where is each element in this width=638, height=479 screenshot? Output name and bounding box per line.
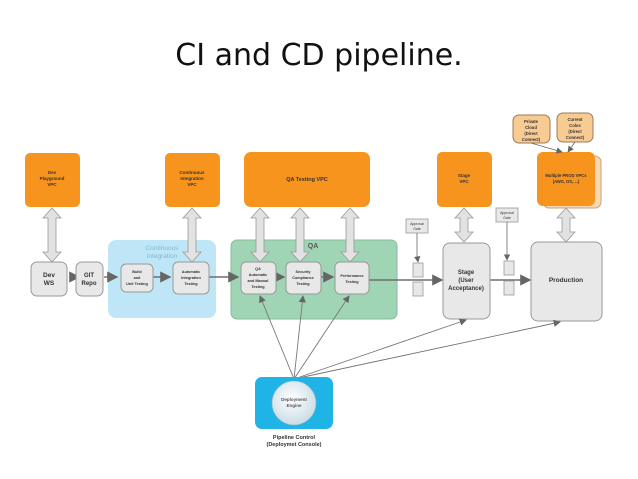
diagram-label: Cloud <box>525 125 537 130</box>
diagram-label: Dev <box>43 272 55 279</box>
diagram-label: Multiple PROD VPCs <box>545 173 587 178</box>
diagram-label: Testing <box>184 282 198 286</box>
engine-circle-icon <box>271 380 317 426</box>
ci-vpc: Continuous Integration VPC <box>165 153 220 207</box>
diagram-label: QA <box>255 267 261 271</box>
approval-gate-2: Approval Gate <box>495 207 519 296</box>
private-cloud-connector <box>530 142 563 154</box>
diagram-label: (User <box>458 278 474 284</box>
vpc-double-arrows <box>42 207 576 263</box>
double-arrow-icon <box>556 207 576 243</box>
stage-vpc: Stage VPC <box>437 152 492 207</box>
diagram-label: (Direct <box>568 129 582 134</box>
pipeline-control-caption: Pipeline Control (Deploymet Console) <box>266 435 321 448</box>
diagram-label: Automatic <box>249 273 268 277</box>
diagram-label: Gate <box>413 227 421 231</box>
diagram-label: Playground <box>40 176 65 181</box>
diagram-label: and <box>134 276 141 280</box>
double-arrow-icon <box>250 207 270 263</box>
diagram-label: Security <box>296 270 312 274</box>
slide-title: CI and CD pipeline. <box>175 38 463 73</box>
diagram-label: Engine <box>286 403 301 408</box>
deployment-connectors <box>259 295 561 380</box>
diagram-label: VPC <box>47 182 57 187</box>
diagram-label: Acceptance) <box>448 286 484 292</box>
diagram-label: Private <box>524 119 539 124</box>
deployment-engine: Deployment Engine <box>255 377 333 429</box>
diagram-label: WS <box>44 280 55 287</box>
double-arrow-icon <box>290 207 310 263</box>
ci-group-label-line: Integration <box>147 253 178 260</box>
node-qa-auto-manual-testing: QA Automatic and Manual Testing <box>240 261 277 295</box>
ci-group-label: Continuous Integration <box>146 245 180 260</box>
approval-gate-1: Approval Gate <box>405 218 429 297</box>
diagram-label: Deployment <box>281 397 307 402</box>
diagram-label: Continuous <box>180 170 205 175</box>
diagram-label: Testing <box>296 282 310 286</box>
gate-bar-icon <box>503 260 515 276</box>
diagram-label: VPC <box>459 179 469 184</box>
ci-group-label-line: Continuous <box>146 245 180 252</box>
gate-bar-icon <box>503 280 515 296</box>
diagram-label: Production <box>549 277 583 284</box>
diagram-label: Connect) <box>566 135 585 140</box>
diagram-label: Stage <box>458 173 471 178</box>
diagram-label: and Manual <box>248 279 269 283</box>
current-colos-box: Current Colos (Direct Connect) <box>556 112 594 143</box>
node-production: Production <box>530 241 603 322</box>
diagram-label: Testing <box>251 285 265 289</box>
node-performance-testing: Performance Testing <box>334 261 370 295</box>
double-arrow-icon <box>42 207 62 263</box>
diagram-label: Repo <box>82 281 97 287</box>
diagram-label: Build <box>132 270 142 274</box>
private-cloud-box: Private Cloud (Direct Connect) <box>512 114 551 144</box>
diagram-label: VPC <box>187 182 197 187</box>
diagram-label: Approval <box>500 211 514 215</box>
diagram-label: Colos <box>569 123 581 128</box>
node-security-compliance-testing: Security Compliance Testing <box>285 261 322 295</box>
node-stage-user-acceptance: Stage (User Acceptance) <box>442 242 491 320</box>
double-arrow-icon <box>340 207 360 263</box>
gate-bar-icon <box>412 262 424 278</box>
qa-testing-vpc: QA Testing VPC <box>244 152 370 207</box>
dev-vpc: Dev Playground VPC <box>25 153 80 207</box>
diagram-label: Automatic <box>182 270 201 274</box>
current-colos-connector <box>567 141 576 153</box>
node-build-unit-testing: Build and Unit Testing <box>120 263 154 293</box>
diagram-label: Gate <box>503 216 511 220</box>
double-arrow-icon <box>182 207 202 263</box>
diagram-label: Pipeline Control <box>273 435 316 441</box>
double-arrow-icon <box>454 207 474 243</box>
diagram-label: QA Testing VPC <box>286 177 328 183</box>
diagram-label: Dev <box>48 170 57 175</box>
diagram-label: Integration <box>180 176 204 181</box>
node-git-repo: GIT Repo <box>75 261 104 297</box>
diagram-label: Integration <box>181 276 201 280</box>
node-automatic-integration-testing: Automatic Integration Testing <box>172 261 210 295</box>
qa-group-label: QA <box>308 243 319 250</box>
diagram-label: (Deploymet Console) <box>266 442 321 448</box>
diagram-label: Unit Testing <box>126 282 148 286</box>
diagram-label: GIT <box>84 273 94 279</box>
diagram-label: Performance <box>340 274 363 278</box>
diagram-label: Stage <box>458 270 475 276</box>
diagram-label: Approval <box>410 222 424 226</box>
diagram-label: Compliance <box>292 276 314 280</box>
diagram-label: Connect) <box>522 137 541 142</box>
diagram-label: Current <box>567 117 583 122</box>
diagram-label: (AWS, OS, ...) <box>553 179 580 184</box>
gate-bar-icon <box>412 281 424 297</box>
prod-vpcs: Multiple PROD VPCs (AWS, OS, ...) <box>537 152 602 209</box>
diagram-label: (Direct <box>524 131 538 136</box>
diagram-label: Testing <box>345 280 359 284</box>
node-dev-ws: Dev WS <box>30 261 68 297</box>
